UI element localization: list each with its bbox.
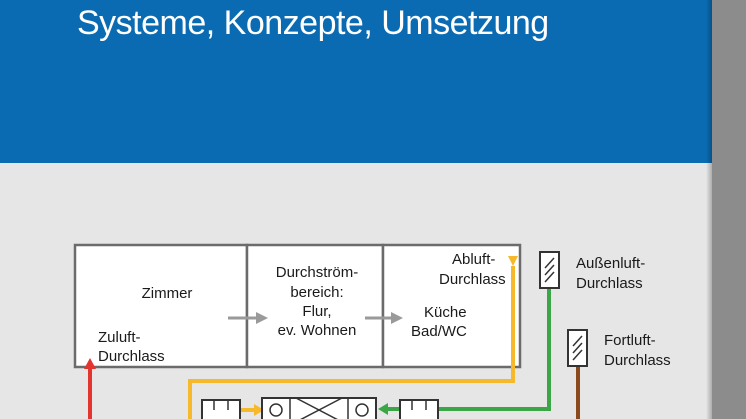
exhaust-air-grille-icon: [567, 329, 588, 367]
page-title: Systeme, Konzepte, Umsetzung: [77, 4, 549, 42]
exhaust-air-label-line2: Durchlass: [604, 352, 671, 369]
inlet-label-line2: Durchlass: [98, 348, 165, 365]
ventilation-diagram: Zimmer Zuluft- Durchlass Durchström- ber…: [73, 243, 671, 419]
kueche-label-line2: Bad/WC: [411, 323, 467, 340]
outdoor-air-label-line1: Außenluft-: [576, 255, 645, 272]
outdoor-air-line: [378, 289, 551, 415]
outlet-label-line2: Durchlass: [439, 271, 506, 288]
supply-air-line: [84, 358, 96, 419]
kueche-label-line1: Küche: [424, 304, 467, 321]
transfer-arrow-1: [228, 312, 268, 324]
filter-left-icon: [201, 399, 241, 419]
inlet-label-line1: Zuluft-: [98, 329, 141, 346]
durchstroem-label-line1: Durchström-: [276, 264, 359, 281]
durchstroem-label-line3: Flur,: [302, 303, 331, 320]
room-box-durchstroem: [245, 243, 385, 369]
heat-exchanger-icon: [261, 397, 377, 419]
page-edge-strip: [712, 0, 746, 419]
header-band: Systeme, Konzepte, Umsetzung: [0, 0, 712, 163]
page-edge-shadow: [706, 0, 712, 419]
room-label-zimmer: Zimmer: [142, 285, 193, 302]
exhaust-air-label-line1: Fortluft-: [604, 332, 656, 349]
outdoor-air-grille-icon: [539, 251, 560, 289]
filter-right-icon: [399, 399, 439, 419]
room-box-kueche: [381, 243, 522, 369]
durchstroem-label-line2: bereich:: [290, 284, 343, 301]
outlet-label-line1: Abluft-: [452, 251, 495, 268]
extract-air-line: [188, 256, 518, 419]
room-box-zimmer: [73, 243, 249, 369]
durchstroem-label-line4: ev. Wohnen: [278, 322, 357, 339]
transfer-arrow-2: [365, 312, 403, 324]
outdoor-air-label-line2: Durchlass: [576, 275, 643, 292]
